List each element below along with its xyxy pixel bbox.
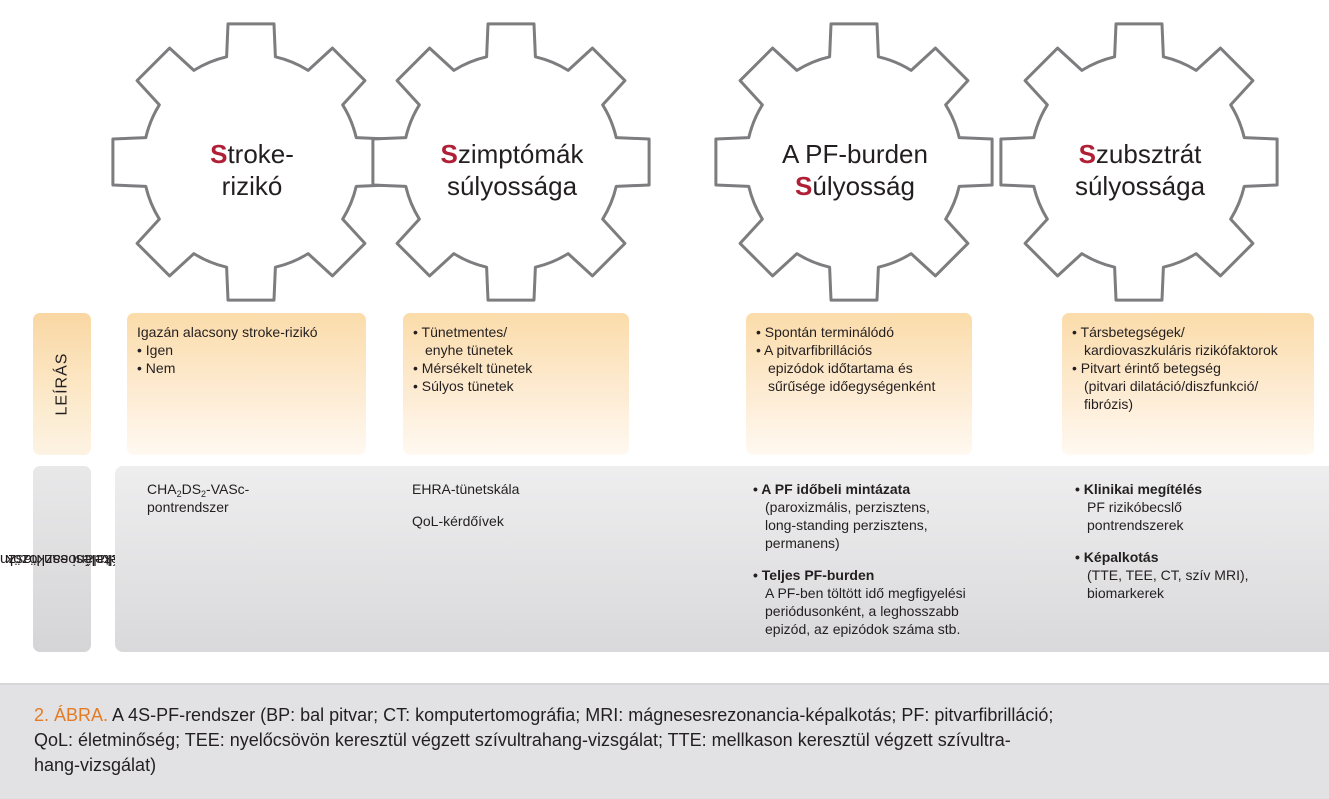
description-item-continued: epizódok időtartama és	[768, 360, 913, 376]
tool-detail: PF rizikóbecslő	[1087, 499, 1182, 515]
tool-detail: biomarkerek	[1087, 585, 1165, 601]
tools-column-symptoms: EHRA-tünetskála QoL-kérdőívek	[412, 480, 519, 530]
tools-column-substrate: • Klinikai megítélés PF rizikóbecslő pon…	[1075, 480, 1249, 602]
gear-title-substrate: Szubsztrát súlyossága	[1074, 139, 1206, 201]
description-item-continued: enyhe tünetek	[425, 342, 513, 358]
gear-symptom-severity	[371, 22, 651, 302]
tool-detail: long-standing perzisztens,	[765, 517, 928, 533]
row-label-tools-text: Általánosan használtértékelési eszközök	[0, 551, 137, 568]
tools-column-burden: • A PF időbeli mintázata (paroxizmális, …	[753, 480, 966, 638]
description-heading: Igazán alacsony stroke-rizikó	[137, 324, 318, 340]
description-box-burden: • Spontán terminálódó • A pitvarfibrillá…	[746, 313, 972, 455]
gear-title-stroke: Stroke- rizikó	[210, 139, 294, 201]
tool-heading: • Teljes PF-burden	[753, 567, 875, 583]
row-label-description: LEÍRÁS	[33, 313, 91, 455]
description-box-substrate: • Társbetegségek/ kardiovaszkuláris rizi…	[1062, 313, 1314, 455]
tool-detail: pontrendszerek	[1087, 517, 1184, 533]
gear-layer	[111, 22, 1279, 302]
tool-qol: QoL-kérdőívek	[412, 513, 504, 529]
gear-title-symptoms: Szimptómák súlyossága	[440, 139, 584, 201]
description-item: • Pitvart érintő betegség	[1072, 360, 1221, 376]
row-label-description-text: LEÍRÁS	[53, 352, 71, 416]
tool-ehra: EHRA-tünetskála	[412, 481, 520, 497]
gear-title-burden: A PF-burden Súlyosság	[782, 139, 928, 201]
tool-detail: (TTE, TEE, CT, szív MRI),	[1087, 567, 1249, 583]
tool-detail: permanens)	[765, 535, 840, 551]
description-item-continued: kardiovaszkuláris rizikófaktorok	[1084, 342, 1278, 358]
gear-substrate-severity	[999, 22, 1279, 302]
tool-score-suffix: pontrendszer	[147, 499, 229, 515]
description-item-continued: (pitvari dilatáció/diszfunkció/	[1084, 378, 1259, 394]
tools-column-stroke: CHA2DS2-VASc- pontrendszer	[147, 480, 249, 516]
description-item: • Igen	[137, 342, 174, 358]
description-item: • Társbetegségek/	[1072, 324, 1185, 340]
tool-score-name: CHA2DS2-VASc-	[147, 481, 250, 499]
description-item-continued: sűrűsége időegységenként	[768, 378, 936, 394]
caption-divider	[0, 683, 1329, 685]
description-item: • Nem	[137, 360, 176, 376]
gear-burden-severity	[714, 22, 994, 302]
caption-line-1: 2. ÁBRA. A 4S-PF-rendszer (BP: bal pitva…	[34, 705, 1054, 725]
description-item: • Mérsékelt tünetek	[413, 360, 533, 376]
figure-caption: 2. ÁBRA. A 4S-PF-rendszer (BP: bal pitva…	[0, 685, 1329, 799]
description-item-continued: fibrózis)	[1084, 396, 1134, 412]
row-label-tools: Általánosan használtértékelési eszközök	[0, 466, 137, 652]
tool-detail: (paroxizmális, perzisztens,	[765, 499, 930, 515]
description-item: • Spontán terminálódó	[756, 324, 894, 340]
tool-heading: • Képalkotás	[1075, 549, 1159, 565]
tools-band	[115, 466, 1329, 652]
description-box-stroke: Igazán alacsony stroke-rizikó • Igen • N…	[127, 313, 366, 455]
description-item: • Tünetmentes/	[413, 324, 508, 340]
gear-stroke-risk	[111, 22, 391, 302]
caption-line-2: QoL: életminőség; TEE: nyelőcsövön keres…	[34, 730, 1011, 750]
description-box-symptoms: • Tünetmentes/ enyhe tünetek • Mérsékelt…	[403, 313, 629, 455]
tool-detail: A PF-ben töltött idő megfigyelési	[765, 585, 966, 601]
tool-detail: periódusonként, a leghosszabb	[765, 603, 959, 619]
description-item: • A pitvarfibrillációs	[756, 342, 873, 358]
tool-detail: epizód, az epizódok száma stb.	[765, 621, 961, 637]
caption-line-3: hang-vizsgálat)	[34, 755, 157, 775]
caption-label: 2. ÁBRA.	[34, 705, 109, 725]
tool-heading: • A PF időbeli mintázata	[753, 481, 911, 497]
description-item: • Súlyos tünetek	[413, 378, 514, 394]
tool-heading: • Klinikai megítélés	[1075, 481, 1203, 497]
